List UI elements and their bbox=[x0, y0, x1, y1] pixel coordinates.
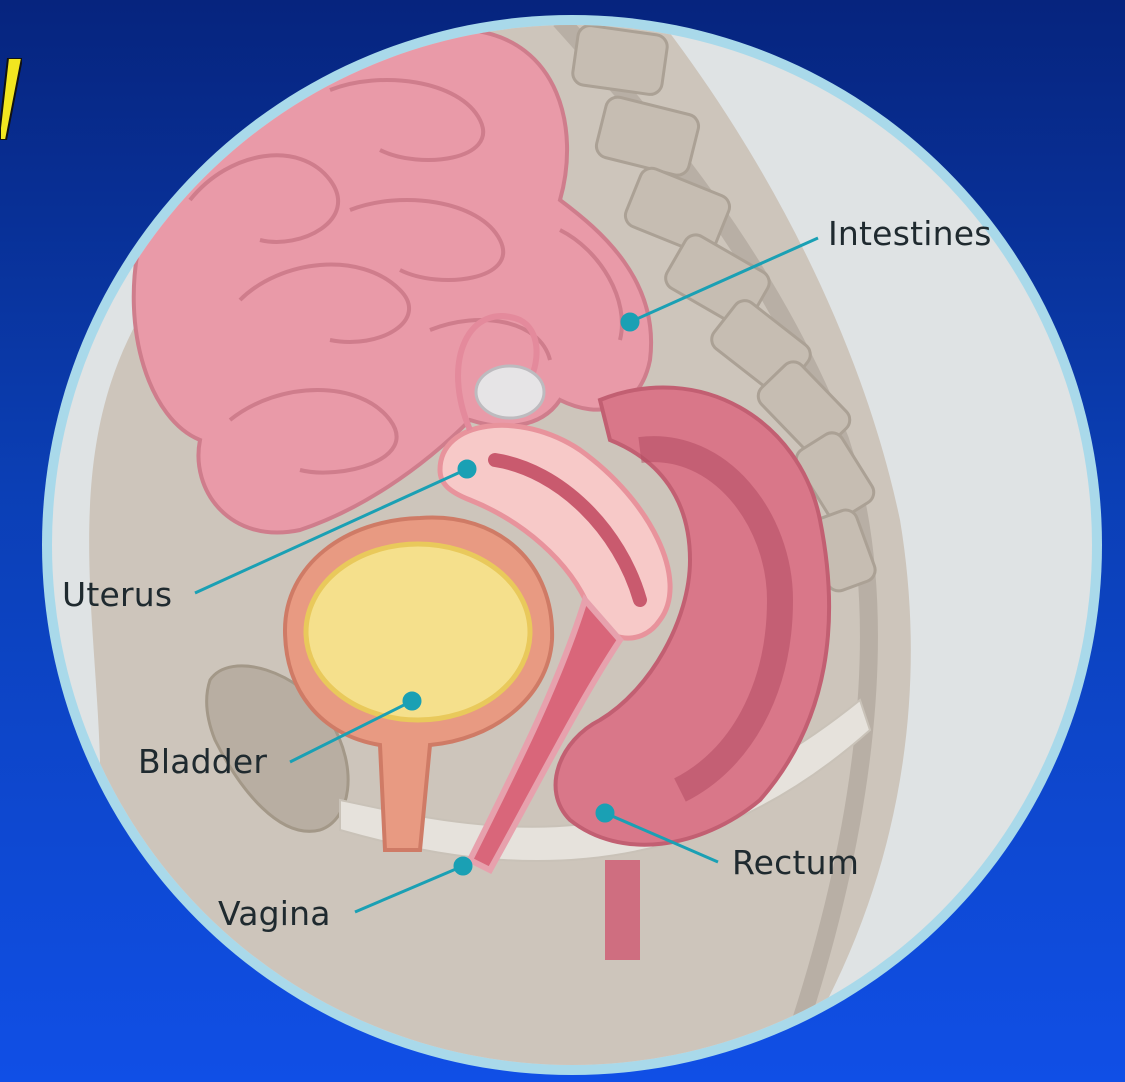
label-bladder: Bladder bbox=[138, 742, 267, 781]
bladder-urine bbox=[306, 544, 530, 720]
anal-canal bbox=[605, 860, 640, 960]
label-vagina: Vagina bbox=[218, 894, 331, 933]
label-rectum: Rectum bbox=[732, 843, 859, 882]
label-intestines: Intestines bbox=[828, 214, 992, 253]
label-uterus: Uterus bbox=[62, 575, 172, 614]
ovary bbox=[476, 366, 544, 418]
